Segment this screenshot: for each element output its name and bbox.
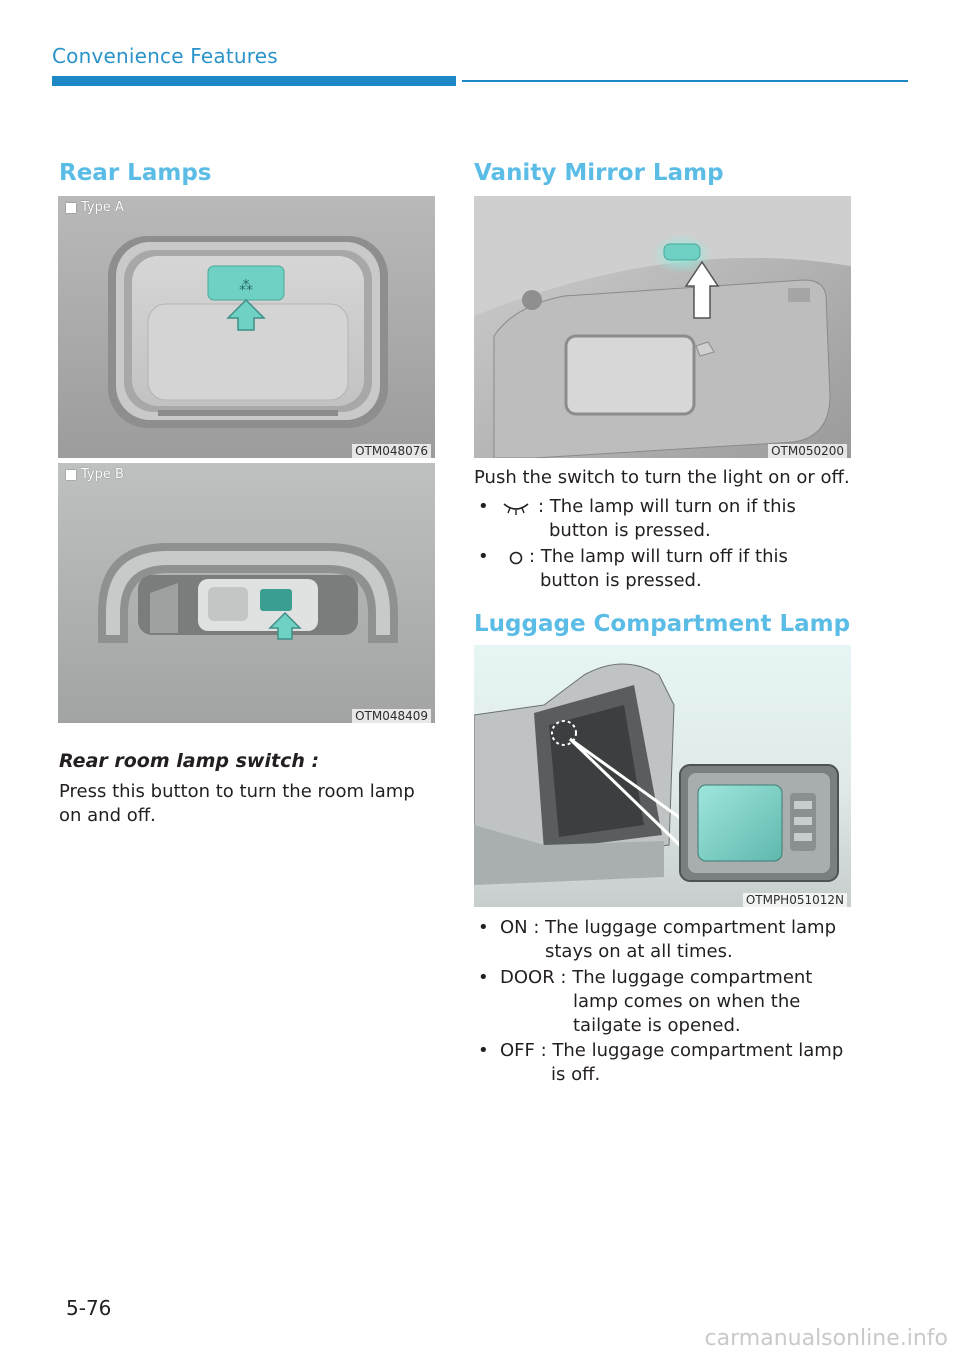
bullet-text: lamp comes on when the [573,991,801,1012]
type-a-tag: Type A [66,200,124,215]
bullet-text: is off. [551,1064,601,1085]
header-rule-thick [52,76,456,86]
type-a-label: Type A [81,200,124,215]
square-bullet-icon [66,469,76,480]
bullet-dot: • [478,496,489,517]
square-bullet-icon [66,202,76,213]
svg-text:⁂: ⁂ [239,277,253,293]
type-b-label: Type B [81,467,124,482]
bullet-text: DOOR : The luggage compartment [500,967,813,988]
bullet-dot: • [478,967,489,988]
bullet-dot: • [478,917,489,938]
bullet-text: tailgate is opened. [573,1015,741,1036]
body-line: Press this button to turn the room lamp [59,781,415,802]
vanity-mirror-heading: Vanity Mirror Lamp [474,160,724,186]
bullet-text: OFF : The luggage compartment lamp [500,1040,844,1061]
bullet-text: ON : The luggage compartment lamp [500,917,836,938]
watermark: carmanualsonline.info [704,1326,948,1351]
bullet-text: : The lamp will turn on if this [538,496,796,517]
figure-type-a: ⁂ Type A OTM048076 [58,196,435,458]
bullet-dot: • [478,546,489,567]
type-b-tag: Type B [66,467,124,482]
figure-type-b: Type B OTM048409 [58,463,435,723]
bullet-text: button is pressed. [540,570,702,591]
vanity-intro: Push the switch to turn the light on or … [474,467,850,488]
lamp-on-icon [500,499,532,523]
header-rule-thin [462,80,908,82]
body-line: on and off. [59,805,156,826]
figure-code-vanity: OTM050200 [768,444,847,458]
bullet-text: stays on at all times. [545,941,733,962]
luggage-heading: Luggage Compartment Lamp [474,611,851,637]
page-number: 5-76 [66,1296,112,1320]
bullet-text: button is pressed. [549,520,711,541]
figure-vanity-mirror: OTM050200 [474,196,851,458]
figure-code-a: OTM048076 [352,444,431,458]
rear-switch-body: Press this button to turn the room lamp … [59,780,415,828]
figure-code-b: OTM048409 [352,709,431,723]
bullet-text: : The lamp will turn off if this [529,546,788,567]
rear-switch-subheading: Rear room lamp switch : [59,750,320,772]
section-title: Convenience Features [52,44,278,68]
figure-luggage: OTMPH051012N [474,645,851,907]
bullet-dot: • [478,1040,489,1061]
lamp-off-icon [508,549,524,573]
rear-lamps-heading: Rear Lamps [59,160,212,186]
figure-code-luggage: OTMPH051012N [742,893,847,907]
